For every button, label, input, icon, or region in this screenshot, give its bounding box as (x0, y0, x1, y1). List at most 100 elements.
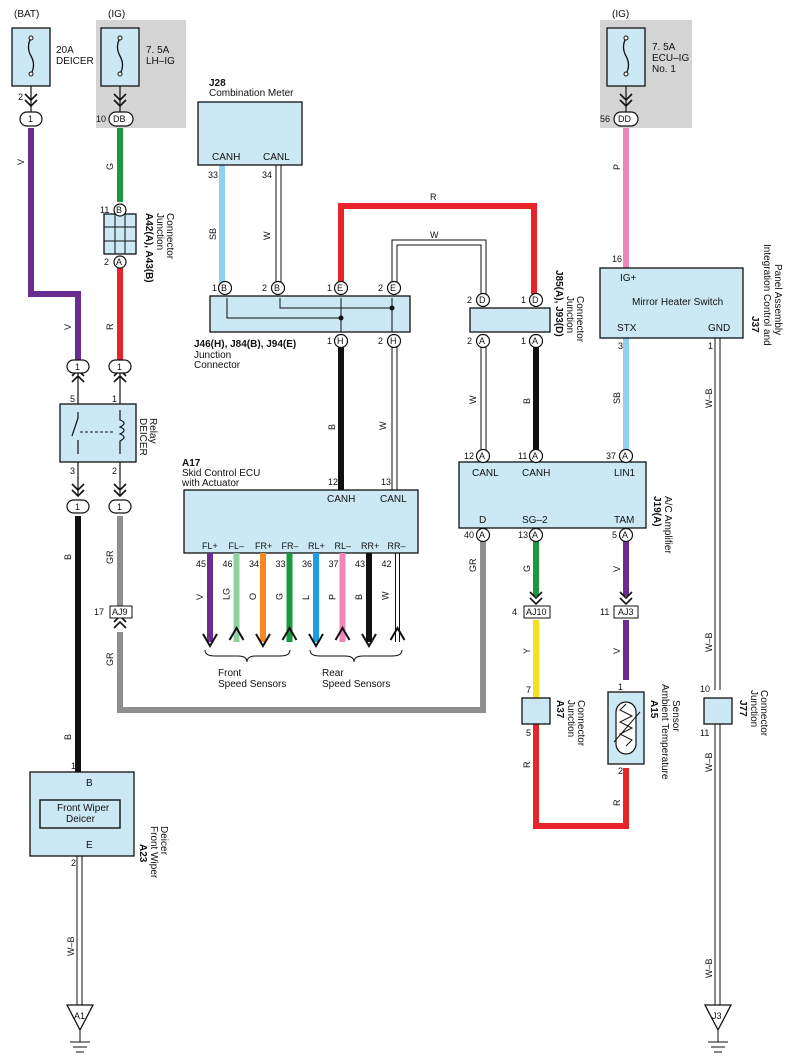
j19-id: J19(A) (651, 496, 662, 527)
svg-text:D: D (479, 295, 486, 305)
svg-text:A: A (479, 530, 485, 540)
svg-text:Junction: Junction (194, 350, 231, 361)
svg-text:5: 5 (526, 728, 531, 738)
wire-r-can-loop (338, 203, 537, 294)
j28-id: J28 (209, 78, 226, 89)
svg-text:B: B (63, 734, 73, 740)
svg-text:R: R (612, 799, 622, 806)
svg-text:A1: A1 (74, 1011, 85, 1021)
sensor-terminal-4: RL+ (308, 541, 325, 551)
svg-text:V: V (16, 159, 26, 165)
skid-control-ecu-a17: A17 Skid Control ECU with Actuator CANH … (181, 458, 419, 648)
connector-aj10: AJ10 4 (512, 591, 551, 619)
svg-text:1: 1 (112, 394, 117, 404)
svg-text:W–B: W–B (704, 752, 714, 772)
svg-text:with Actuator: with Actuator (181, 478, 240, 489)
j28-name: Combination Meter (209, 88, 294, 99)
ground-a1: A1 (65, 1004, 95, 1053)
svg-text:G: G (105, 163, 115, 170)
svg-text:CANL: CANL (472, 468, 499, 479)
svg-text:E: E (390, 283, 396, 293)
svg-text:10: 10 (700, 684, 710, 694)
fuse-deicer-name: DEICER (56, 56, 94, 67)
svg-text:DB: DB (113, 114, 126, 124)
svg-text:Connector: Connector (164, 213, 175, 260)
fuse-deicer-amp: 20A (56, 45, 74, 56)
svg-text:11: 11 (600, 607, 609, 617)
svg-text:R: R (522, 761, 532, 768)
svg-text:B: B (86, 778, 93, 789)
svg-text:CANH: CANH (327, 494, 355, 505)
svg-text:13: 13 (381, 477, 391, 487)
svg-text:CANL: CANL (380, 494, 407, 505)
wire-v-deicer (28, 128, 81, 362)
mirror-heater-switch-j37: 16 IG+ Mirror Heater Switch STX GND 3 1 … (599, 244, 783, 351)
svg-text:E: E (86, 840, 93, 851)
svg-text:2: 2 (467, 336, 472, 346)
svg-text:E: E (337, 283, 343, 293)
junction-connector-j46: B 1 B 2 E 1 E 2 H 1 H 2 J46(H), J84(B), … (194, 280, 411, 371)
svg-text:11: 11 (518, 451, 527, 461)
svg-text:SB: SB (612, 392, 622, 404)
junction-connector-j77: 10 11 J77 Junction Connector (700, 684, 769, 738)
connector-aj9: AJ9 17 (94, 605, 133, 629)
svg-text:1: 1 (75, 362, 80, 372)
svg-text:11: 11 (100, 205, 109, 215)
svg-text:J77: J77 (737, 700, 748, 717)
sensor-terminal-2: FR+ (255, 541, 272, 551)
sensor-arrow-6 (361, 633, 377, 648)
source-ig-right-label: (IG) (612, 9, 629, 20)
rear-sensors-label1: Rear (322, 668, 344, 679)
svg-text:B: B (327, 424, 337, 430)
svg-text:5: 5 (70, 394, 75, 404)
svg-text:W–B: W–B (66, 936, 76, 956)
svg-text:11: 11 (700, 728, 709, 738)
svg-text:A: A (116, 257, 122, 267)
sensor-terminal-5: RL– (335, 541, 352, 551)
svg-text:12: 12 (328, 477, 338, 487)
front-sensors-label1: Front (218, 668, 242, 679)
svg-text:1: 1 (28, 114, 33, 124)
sensor-pin-6: 43 (355, 559, 365, 569)
svg-text:1: 1 (708, 341, 713, 351)
sensor-arrow-1 (228, 626, 245, 641)
svg-text:A: A (622, 530, 628, 540)
svg-text:3: 3 (618, 341, 623, 351)
svg-text:1: 1 (75, 502, 80, 512)
sensor-arrow-4 (308, 633, 324, 648)
svg-text:B: B (274, 283, 280, 293)
sensor-arrow-0 (202, 633, 218, 648)
junction-connector-a42-a43: B 11 A 2 A42(A), A43(B) Junction Connect… (100, 203, 175, 283)
svg-text:A: A (532, 530, 538, 540)
deicer-relay: 5 1 3 2 DEICER Relay (59, 394, 158, 476)
connector-circles-relay: 1 1 1 1 (66, 359, 132, 514)
fuse-lh-ig-amp: 7. 5A (146, 45, 170, 56)
svg-text:12: 12 (464, 451, 474, 461)
svg-text:Deicer: Deicer (158, 826, 169, 856)
svg-text:1: 1 (71, 761, 76, 771)
j28-canh: CANH (212, 152, 240, 163)
svg-text:Ambient Temperature: Ambient Temperature (659, 684, 670, 780)
svg-text:Integration Control and: Integration Control and (761, 244, 772, 346)
svg-text:V: V (612, 648, 622, 654)
svg-text:5: 5 (612, 530, 617, 540)
svg-text:Relay: Relay (147, 418, 158, 444)
mirror-name: Mirror Heater Switch (632, 297, 723, 308)
svg-text:W: W (430, 230, 439, 240)
svg-text:B: B (522, 398, 532, 404)
ambient-temperature-sensor-a15: 1 2 A15 Ambient Temperature Sensor (607, 682, 681, 780)
svg-text:2: 2 (18, 92, 23, 102)
svg-text:A: A (622, 451, 628, 461)
fuse-ecu-ig-no: No. 1 (652, 64, 676, 75)
junction-connector-a37: 7 5 A37 Junction Connector (521, 685, 586, 747)
svg-text:B: B (221, 283, 227, 293)
svg-text:AJ9: AJ9 (112, 607, 128, 617)
svg-text:P: P (612, 164, 622, 170)
svg-text:Junction: Junction (564, 296, 575, 333)
connector-circles-top: 1 2 DB 10 DD 56 (18, 92, 639, 127)
sensor-wire-label-3: G (275, 593, 285, 600)
sensor-wire-label-0: V (195, 594, 205, 600)
sensor-arrow-7 (389, 626, 406, 641)
svg-text:Front Wiper: Front Wiper (148, 826, 159, 879)
svg-text:2: 2 (104, 257, 109, 267)
